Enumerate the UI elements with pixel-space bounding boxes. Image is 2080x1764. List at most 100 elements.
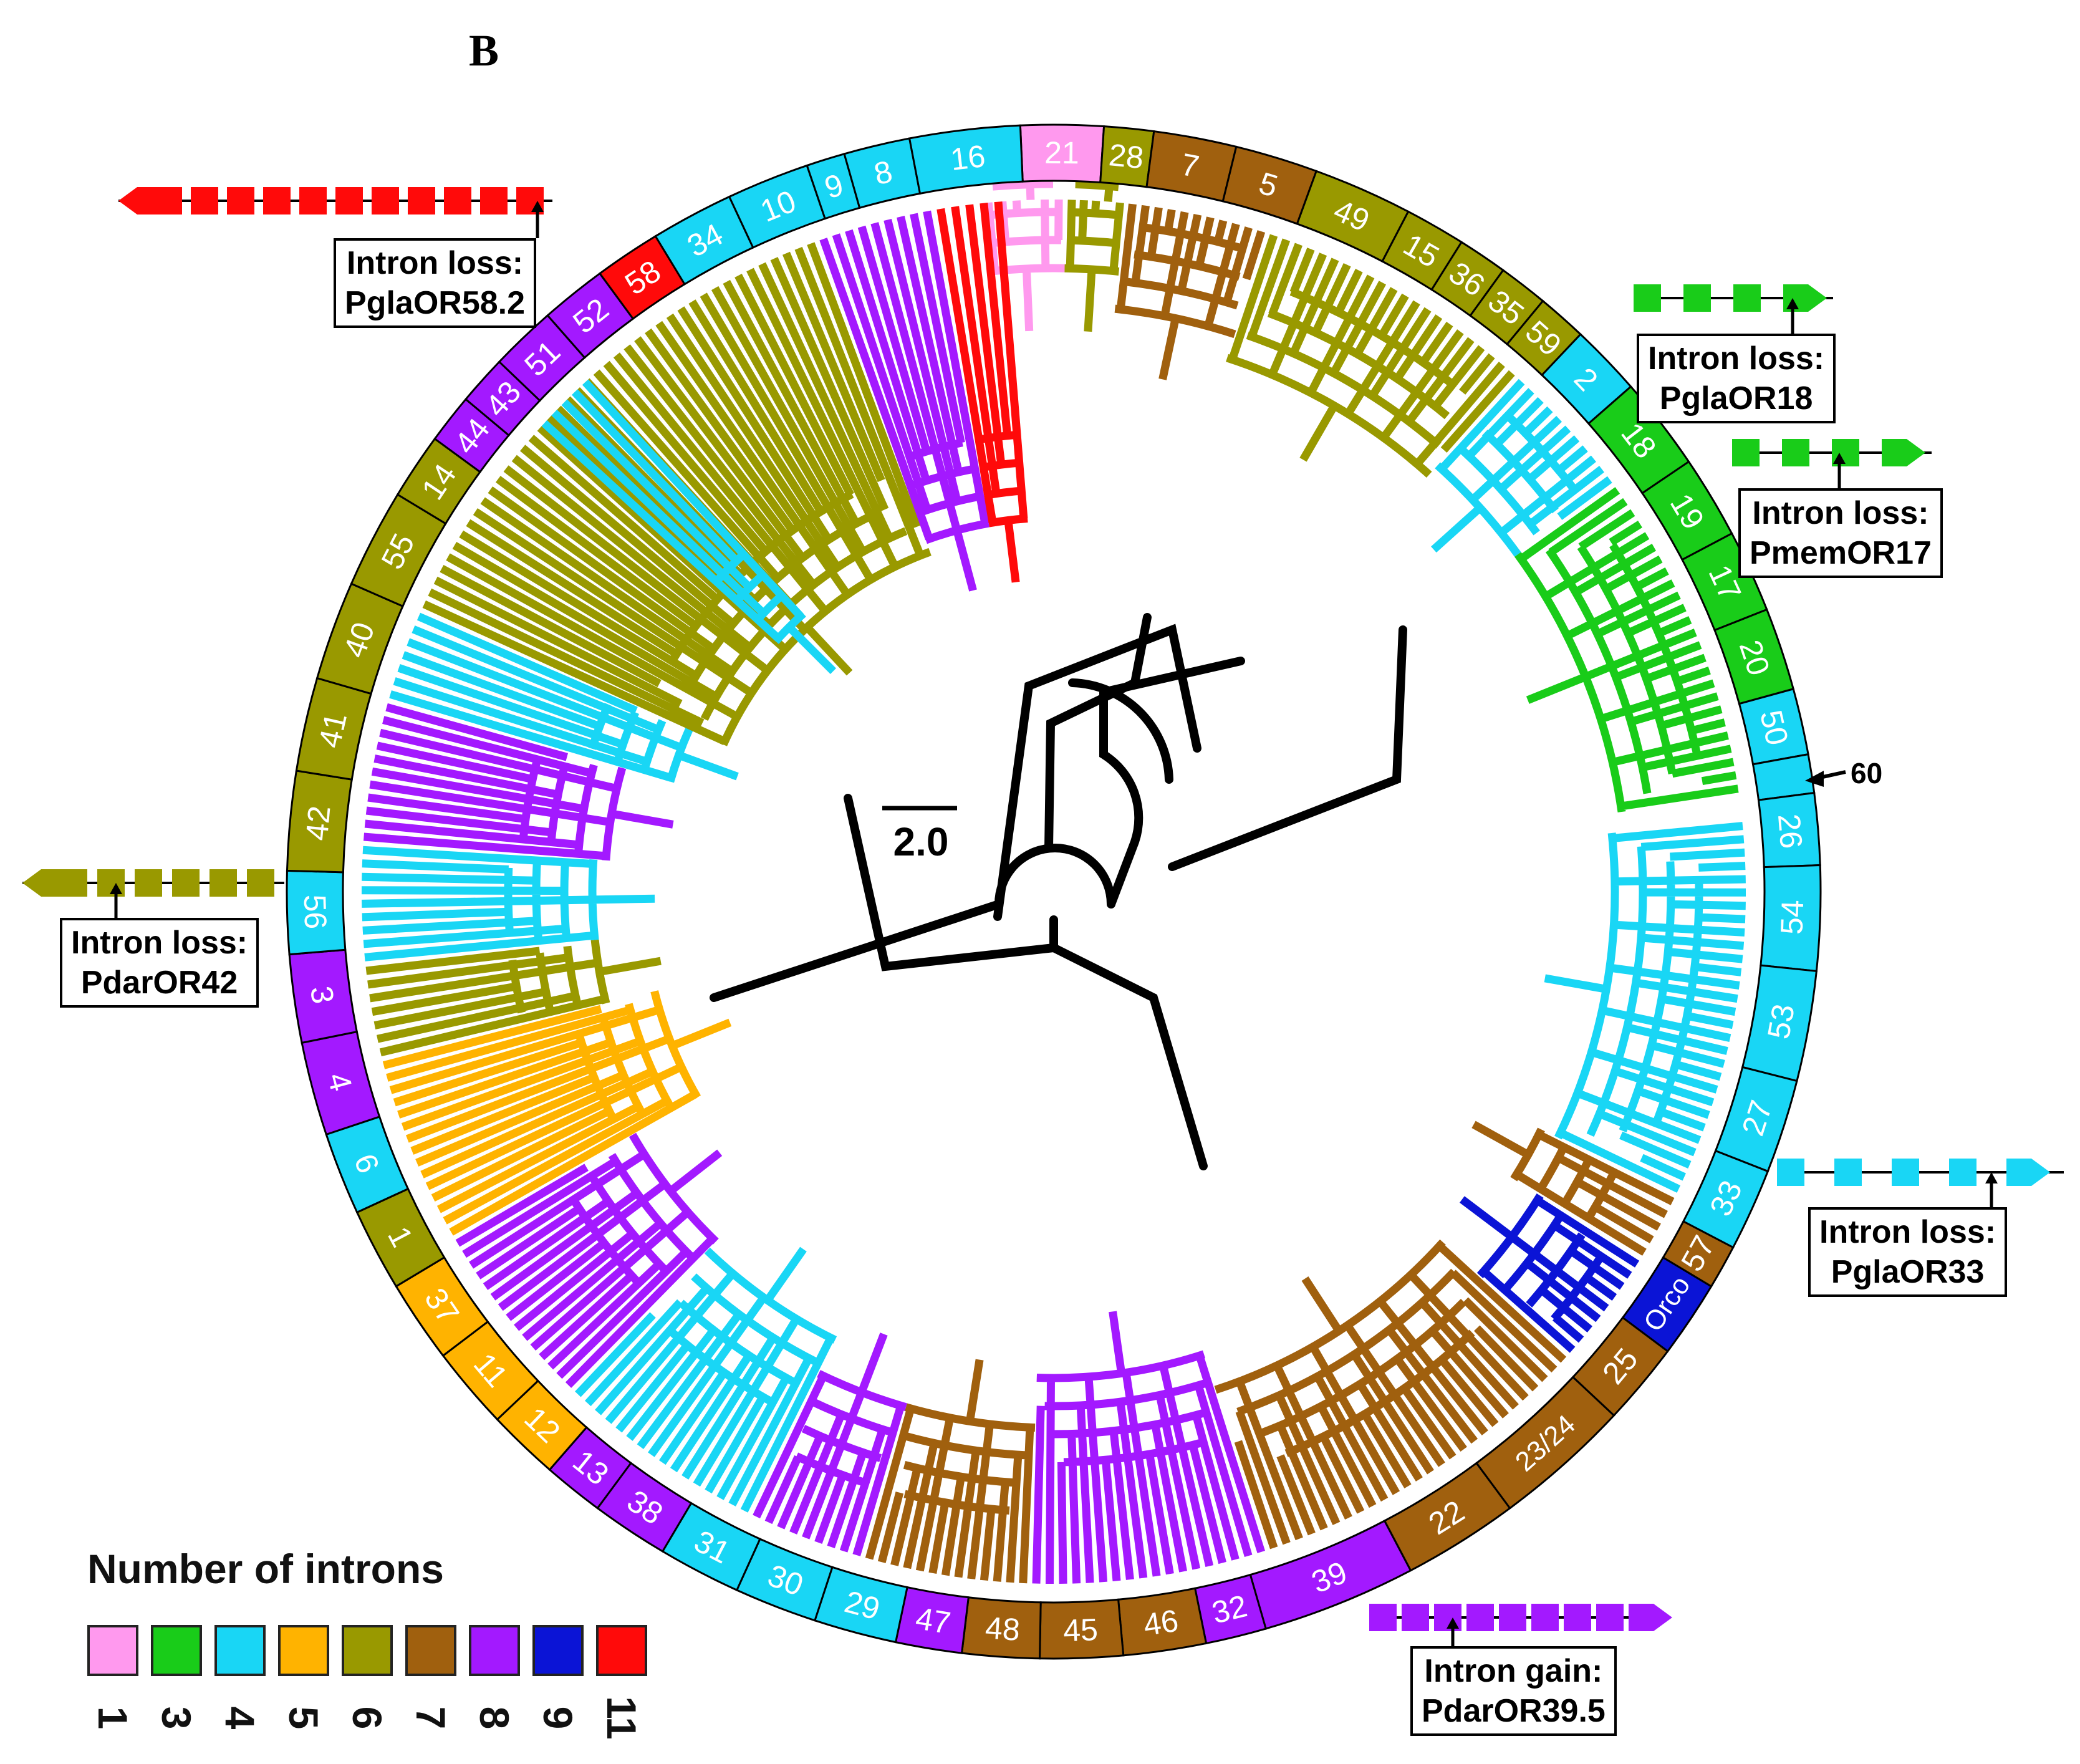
callout-pgla-or33: Intron loss: PglaOR33 bbox=[1808, 1207, 2008, 1297]
legend-label: 7 bbox=[408, 1706, 454, 1730]
clade-branches bbox=[984, 180, 1065, 332]
callout-pdar-or42: Intron loss: PdarOR42 bbox=[60, 918, 259, 1008]
clade-branches bbox=[1459, 1193, 1640, 1353]
gene-exon bbox=[444, 187, 471, 214]
clade-path bbox=[819, 210, 989, 592]
gene-exon bbox=[1733, 284, 1761, 312]
gene-exon bbox=[1634, 284, 1661, 312]
callout-pgla-or58-2: Intron loss: PglaOR58.2 bbox=[334, 238, 537, 328]
legend-label: 8 bbox=[471, 1706, 518, 1730]
legend-label: 11 bbox=[599, 1696, 645, 1740]
clade-branches bbox=[575, 1246, 837, 1513]
legend-label: 3 bbox=[153, 1706, 200, 1730]
gene-exon bbox=[155, 187, 182, 214]
legend-swatch bbox=[87, 1625, 138, 1676]
ring-label: 21 bbox=[1044, 135, 1079, 171]
legend-swatch bbox=[532, 1625, 584, 1676]
callout-line2: PglaOR18 bbox=[1659, 380, 1813, 417]
clade-path bbox=[361, 846, 655, 962]
clade-branches bbox=[1226, 234, 1515, 478]
legend-swatch bbox=[151, 1625, 202, 1676]
legend-label: 1 bbox=[90, 1706, 136, 1730]
clade-branches bbox=[363, 703, 674, 861]
gene-exon bbox=[191, 187, 218, 214]
legend-swatch bbox=[278, 1625, 329, 1676]
gene-exon bbox=[1466, 1604, 1494, 1631]
gene-pgla-or18 bbox=[1634, 284, 1833, 312]
clade-path bbox=[365, 939, 662, 1057]
ring-label: 26 bbox=[1771, 812, 1809, 850]
gene-exon bbox=[1683, 284, 1711, 312]
root-arc bbox=[994, 844, 1115, 909]
callout-line1: Intron loss: bbox=[71, 925, 248, 961]
clade-path bbox=[1471, 1121, 1675, 1256]
clade-branches bbox=[1032, 1311, 1266, 1584]
clade-path bbox=[1459, 1193, 1640, 1353]
callout-line2: PdarOR39.5 bbox=[1422, 1693, 1606, 1729]
ring-label: 32 bbox=[1208, 1588, 1250, 1631]
clade-branches bbox=[819, 210, 989, 592]
gene-pgla-or33 bbox=[1777, 1159, 2064, 1186]
clade-branches bbox=[936, 201, 1028, 583]
ring-label: 47 bbox=[913, 1601, 953, 1641]
clade-branches bbox=[1114, 203, 1266, 380]
clade-path bbox=[541, 379, 836, 674]
ring-pointer-label: 60 bbox=[1851, 757, 1882, 789]
clade-branches bbox=[1431, 378, 1612, 557]
callout-line2: PglaOR58.2 bbox=[345, 285, 526, 321]
clade-path bbox=[363, 703, 674, 861]
gene-exon bbox=[247, 869, 274, 897]
tree-branches bbox=[361, 180, 1746, 1584]
clade-path bbox=[753, 1333, 907, 1556]
scale-label: 2.0 bbox=[893, 819, 949, 864]
callout-line1: Intron loss: bbox=[1752, 495, 1929, 531]
clade-path bbox=[1032, 1311, 1266, 1584]
clade-branches bbox=[455, 1132, 723, 1388]
legend-label: 5 bbox=[281, 1706, 327, 1730]
ring-label: 53 bbox=[1761, 1001, 1801, 1042]
gene-exon bbox=[1949, 1159, 1976, 1186]
gene-pdar-or42 bbox=[22, 869, 284, 897]
clade-branches bbox=[541, 379, 836, 674]
clade-branches bbox=[1214, 1239, 1567, 1550]
legend-swatch bbox=[214, 1625, 266, 1676]
callout-line1: Intron loss: bbox=[1819, 1214, 1996, 1250]
gene-pgla-or58-2 bbox=[118, 187, 552, 214]
gene-exon bbox=[1402, 1604, 1429, 1631]
panel-label: B bbox=[469, 26, 499, 75]
gene-arrow-tip bbox=[1629, 1604, 1672, 1631]
clade-branches bbox=[389, 612, 739, 783]
gene-exon bbox=[209, 869, 237, 897]
gene-arrow-tip bbox=[1882, 439, 1925, 466]
clade-path bbox=[984, 180, 1065, 332]
legend-swatch bbox=[469, 1625, 520, 1676]
callout-line2: PdarOR42 bbox=[80, 965, 238, 1001]
pointer-pgla-or58-2-head bbox=[531, 201, 544, 212]
gene-exon bbox=[263, 187, 291, 214]
ring-label: 56 bbox=[297, 894, 333, 930]
legend-swatch bbox=[405, 1625, 456, 1676]
gene-pmem-or17 bbox=[1732, 439, 1932, 466]
clade-branches bbox=[753, 1333, 907, 1556]
clade-path bbox=[382, 990, 732, 1236]
ring-label: 46 bbox=[1141, 1603, 1180, 1642]
legend-title: Number of introns bbox=[87, 1546, 444, 1592]
clade-path bbox=[936, 201, 1028, 583]
clade-path bbox=[1064, 180, 1124, 332]
gene-exon bbox=[1564, 1604, 1591, 1631]
clade-path bbox=[1544, 822, 1746, 1193]
ring-label: 50 bbox=[1753, 707, 1795, 749]
clade-ring bbox=[286, 123, 1822, 1660]
gene-exon bbox=[1369, 1604, 1397, 1631]
legend-label: 9 bbox=[535, 1706, 581, 1730]
clade-path bbox=[1431, 378, 1612, 557]
clade-path bbox=[455, 1132, 723, 1388]
legend-swatch bbox=[342, 1625, 393, 1676]
pointer-pgla-or33-head bbox=[1985, 1172, 1998, 1183]
clade-path bbox=[865, 1359, 1036, 1584]
gene-exon bbox=[299, 187, 327, 214]
legend-label: 4 bbox=[217, 1706, 263, 1730]
clade-branches bbox=[365, 939, 662, 1057]
clade-branches bbox=[1064, 180, 1124, 332]
